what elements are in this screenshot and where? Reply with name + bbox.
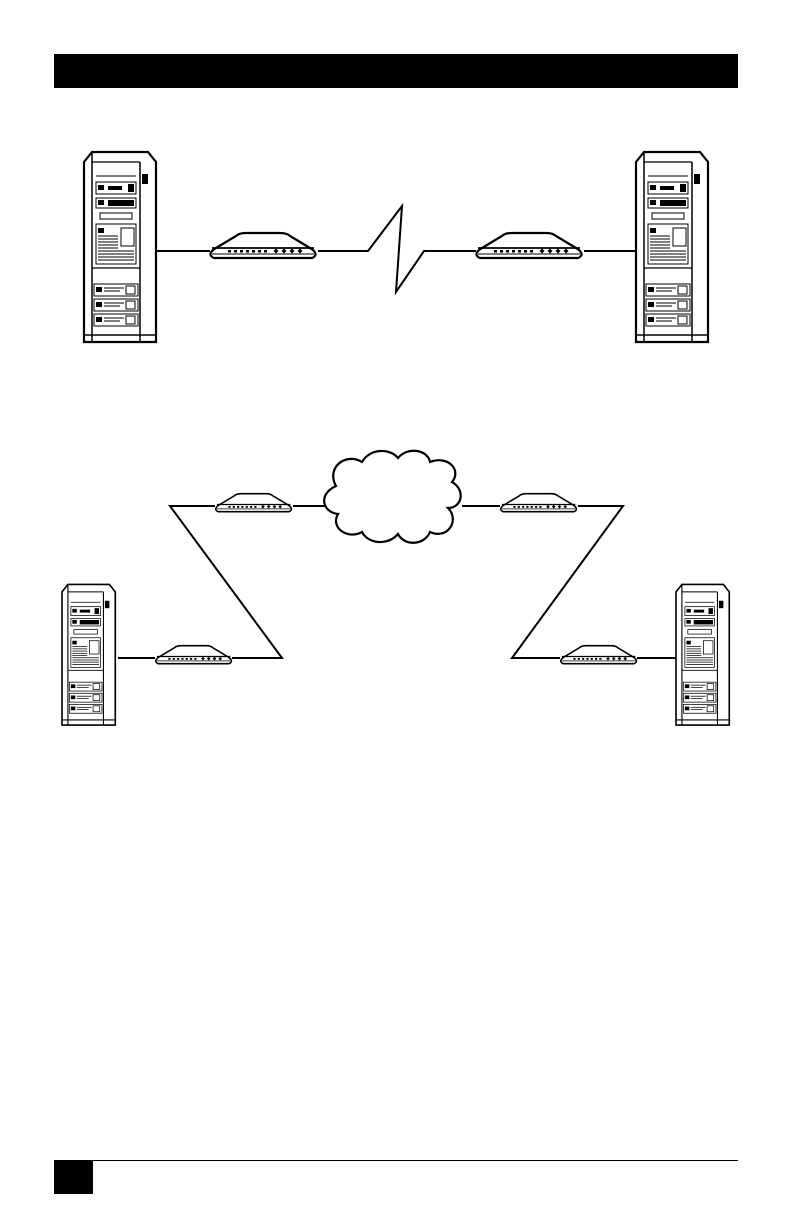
modem-icon <box>561 646 637 664</box>
modem-icon <box>216 494 292 512</box>
diagram-network-cloud <box>62 451 729 725</box>
server-tower-icon <box>676 584 729 725</box>
server-tower-icon <box>84 152 156 342</box>
server-tower-icon <box>636 152 708 342</box>
modem-icon <box>210 233 315 258</box>
server-tower-icon <box>62 584 115 725</box>
modem-icon <box>476 233 581 258</box>
diagram-point-to-point <box>84 152 708 342</box>
modem-icon <box>501 494 577 512</box>
cloud-icon <box>324 451 461 543</box>
modem-icon <box>156 646 232 664</box>
